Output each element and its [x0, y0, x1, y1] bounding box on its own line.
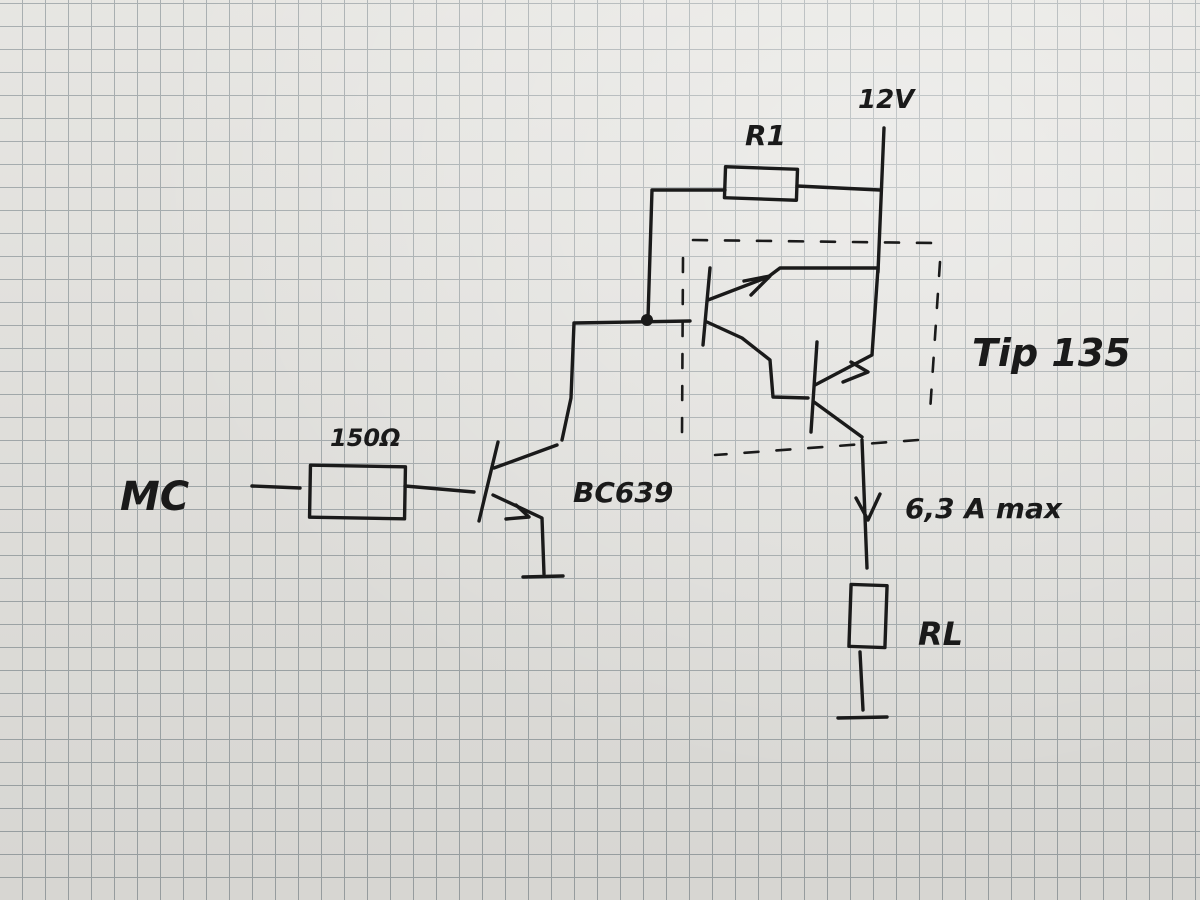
darlington-q1-emitter-to-supply	[766, 266, 879, 279]
label-input: MC	[120, 474, 189, 520]
bc639-emitter-arrow	[504, 503, 531, 521]
darlington-q1-emitter	[706, 275, 770, 302]
load-ground-lead	[836, 650, 889, 720]
darlington-q2-base-bar	[809, 340, 819, 434]
output-wire	[860, 438, 869, 570]
label-load: RL	[918, 615, 963, 653]
label-current-rating: 6,3 A max	[905, 492, 1063, 525]
base-junction-dot	[641, 314, 653, 326]
supply-rail-wire	[876, 126, 886, 274]
darlington-q1-collector	[705, 320, 810, 400]
base-drive-wire	[560, 319, 692, 442]
r1-right-lead	[795, 184, 882, 192]
label-base-resistor: 150Ω	[330, 424, 401, 452]
label-darlington: Tip 135	[972, 331, 1131, 375]
label-driver-transistor: BC639	[573, 476, 673, 509]
bc639-ground-symbol	[521, 574, 565, 579]
current-arrow	[854, 492, 882, 522]
label-r1: R1	[745, 119, 786, 152]
darlington-package-outline	[680, 238, 942, 457]
bc639-base-bar	[477, 440, 500, 523]
base-resistor	[307, 463, 408, 521]
darlington-q2-collector	[812, 400, 864, 439]
darlington-q1-base-bar	[701, 266, 712, 347]
base-resistor-lead	[403, 484, 476, 494]
label-supply-voltage: 12V	[858, 85, 916, 115]
darlington-q2-emitter	[813, 266, 880, 387]
input-wire	[250, 484, 302, 490]
load-resistor	[847, 582, 889, 650]
r1-resistor	[722, 165, 800, 202]
bc639-emitter	[491, 493, 546, 576]
bc639-collector	[492, 443, 559, 470]
r1-left-lead	[646, 188, 727, 320]
darlington-q2-emitter-arrow	[841, 360, 870, 384]
